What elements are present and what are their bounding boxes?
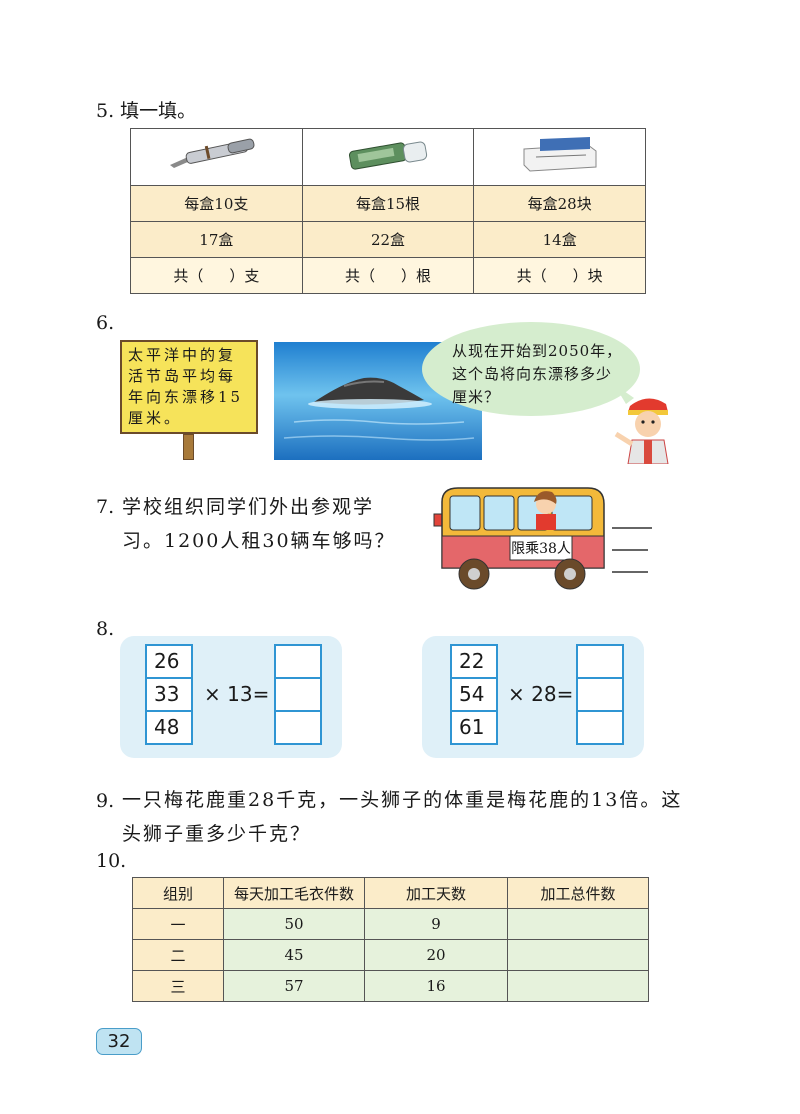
q10-cell: 57 [223, 970, 365, 1002]
q10-table: 组别 每天加工毛衣件数 加工天数 加工总件数 一 50 9 二 45 20 三 … [132, 877, 649, 1002]
q10-cell: 二 [132, 939, 224, 971]
q5-label: 5. 填一填。 [96, 100, 197, 122]
q10-cell: 45 [223, 939, 365, 971]
q8-right-number: 61 [459, 715, 485, 739]
q5-total-suffix: ）块 [572, 267, 603, 285]
q5-total-glue: 共（ ）根 [301, 257, 475, 294]
q5-total-prefix: 共（ [344, 267, 375, 285]
q10-header-days: 加工天数 [364, 877, 508, 909]
q5-eraser-cell [473, 128, 646, 186]
q8-right-numbers: 22 54 61 [450, 644, 498, 745]
q10-label: 10. [96, 850, 127, 872]
bubble-line: 从现在开始到2050年， [452, 342, 623, 360]
q5-total-prefix: 共（ [173, 267, 204, 285]
eraser-icon [523, 137, 597, 172]
q5-pen-cell [130, 128, 303, 186]
q8-left-answers [274, 644, 322, 745]
sign-line: 活节岛平均每 [128, 367, 237, 385]
q10-cell: 三 [132, 970, 224, 1002]
q5-table: 每盒10支 每盒15根 每盒28块 17盒 22盒 14盒 共（）支 共（）根 … [130, 128, 646, 294]
q10-answer-cell[interactable] [507, 970, 649, 1002]
q8-answer-box[interactable] [578, 646, 622, 679]
q8-right-operator: × 28= [508, 682, 574, 706]
q8-right-number: 22 [452, 646, 496, 679]
q9-line: 头狮子重多少千克？ [122, 823, 312, 845]
boy-character-icon [614, 384, 669, 464]
q10-cell: 一 [132, 908, 224, 940]
q10-header-daily: 每天加工毛衣件数 [223, 877, 365, 909]
q5-boxes-eraser: 14盒 [473, 221, 646, 258]
q8-right-answers [576, 644, 624, 745]
bus-sign-text: 限乘38人 [511, 541, 571, 557]
q5-per-box-pen: 每盒10支 [130, 185, 303, 222]
q5-glue-cell [301, 128, 475, 186]
q8-answer-box[interactable] [578, 712, 622, 743]
q5-per-box-glue: 每盒15根 [301, 185, 475, 222]
q8-answer-box[interactable] [276, 712, 320, 743]
q8-left-operator: × 13= [204, 682, 270, 706]
bus-image: 限乘38人 [433, 487, 652, 590]
q5-total-eraser: 共（ ）块 [473, 257, 646, 294]
q8-left-number: 33 [147, 679, 191, 712]
q8-label: 8. [96, 618, 115, 640]
q7-line: 学校组织同学们外出参观学 [122, 496, 375, 518]
q8-right-number: 54 [452, 679, 496, 712]
island-ocean-image [274, 342, 482, 460]
q7-text: 学校组织同学们外出参观学 习。1200人租30辆车够吗？ [122, 490, 396, 558]
sign-line: 年向东漂移15 [128, 388, 244, 406]
q10-cell: 50 [223, 908, 365, 940]
q10-cell: 9 [364, 908, 508, 940]
q6-label: 6. [96, 312, 115, 334]
q5-total-suffix: ）根 [400, 267, 431, 285]
q9-label: 9. [96, 790, 115, 812]
q5-total-pen: 共（ ）支 [130, 257, 303, 294]
q10-header-group: 组别 [132, 877, 224, 909]
q5-per-box-eraser: 每盒28块 [473, 185, 646, 222]
q8-answer-box[interactable] [276, 679, 320, 712]
q9-text: 一只梅花鹿重28千克，一头狮子的体重是梅花鹿的13倍。这 头狮子重多少千克？ [122, 783, 682, 851]
q10-cell: 20 [364, 939, 508, 971]
speech-bubble: 从现在开始到2050年， 这个岛将向东漂移多少 厘米？ [422, 322, 640, 416]
q8-left-number: 26 [147, 646, 191, 679]
sign-post [183, 434, 194, 460]
sign-line: 厘米。 [128, 409, 183, 427]
q8-left-numbers: 26 33 48 [145, 644, 193, 745]
q5-boxes-pen: 17盒 [130, 221, 303, 258]
info-sign: 太平洋中的复 活节岛平均每 年向东漂移15 厘米。 [120, 340, 258, 434]
q10-cell: 16 [364, 970, 508, 1002]
q10-header-total: 加工总件数 [507, 877, 649, 909]
bubble-line: 厘米？ [452, 388, 501, 406]
q5-total-prefix: 共（ [516, 267, 547, 285]
q5-total-suffix: ）支 [229, 267, 260, 285]
q8-answer-box[interactable] [276, 646, 320, 679]
sign-line: 太平洋中的复 [128, 346, 237, 364]
page-number: 32 [96, 1028, 142, 1055]
q8-answer-box[interactable] [578, 679, 622, 712]
q8-left-number: 48 [154, 715, 180, 739]
q5-boxes-glue: 22盒 [301, 221, 475, 258]
fountain-pen-icon [170, 138, 255, 168]
q7-line: 习。1200人租30辆车够吗？ [122, 530, 396, 552]
glue-stick-icon [348, 141, 428, 170]
q10-answer-cell[interactable] [507, 908, 649, 940]
bubble-line: 这个岛将向东漂移多少 [452, 365, 613, 383]
q10-answer-cell[interactable] [507, 939, 649, 971]
q7-label: 7. [96, 496, 115, 518]
q9-line: 一只梅花鹿重28千克，一头狮子的体重是梅花鹿的13倍。这 [122, 789, 683, 811]
